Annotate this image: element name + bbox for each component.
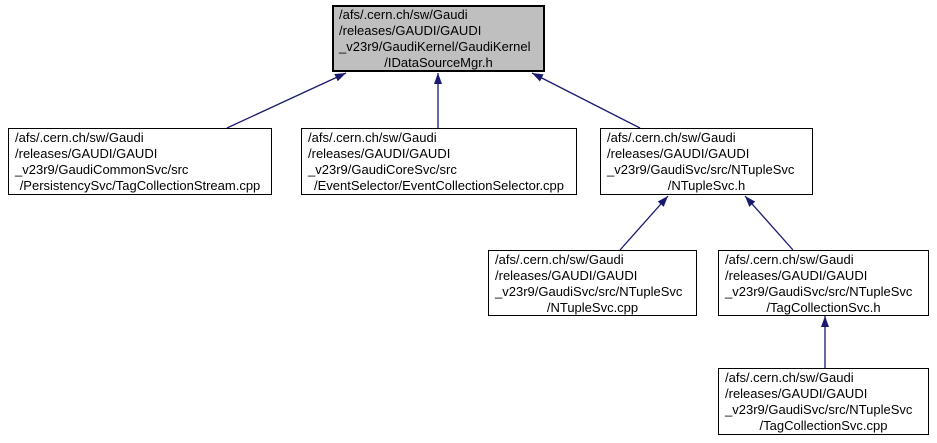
node-path-line: /afs/.cern.ch/sw/Gaudi: [339, 7, 468, 22]
node-path-line: /afs/.cern.ch/sw/Gaudi: [725, 252, 854, 267]
node-ntuplesvc-cpp[interactable]: /afs/.cern.ch/sw/Gaudi /releases/GAUDI/G…: [488, 250, 697, 316]
edge-ntuplesvc-h-to-idatasourcemgr: [531, 72, 641, 129]
node-path-line: _v23r9/GaudiKernel/GaudiKernel: [339, 39, 531, 54]
node-path-line: /releases/GAUDI/GAUDI: [725, 268, 868, 283]
node-path-line: /TagCollectionSvc.cpp: [759, 418, 888, 433]
node-path-line: /PersistencySvc/TagCollectionStream.cpp: [19, 178, 261, 193]
edge-tagcollectionsvc-h-to-ntuplesvc-h: [744, 195, 794, 251]
node-path-line: _v23r9/GaudiSvc/src/NTupleSvc: [725, 284, 913, 299]
node-tagcollectionstream-cpp[interactable]: /afs/.cern.ch/sw/Gaudi /releases/GAUDI/G…: [8, 128, 272, 195]
node-path-line: /afs/.cern.ch/sw/Gaudi: [725, 370, 854, 385]
node-path-line: /IDataSourceMgr.h: [384, 55, 493, 70]
node-ntuplesvc-h[interactable]: /afs/.cern.ch/sw/Gaudi /releases/GAUDI/G…: [600, 128, 813, 195]
node-tagcollectionsvc-h[interactable]: /afs/.cern.ch/sw/Gaudi /releases/GAUDI/G…: [718, 250, 929, 316]
node-path-line: /afs/.cern.ch/sw/Gaudi: [607, 130, 736, 145]
node-path-line: /afs/.cern.ch/sw/Gaudi: [15, 130, 144, 145]
node-path-line: /NTupleSvc.cpp: [546, 300, 639, 315]
node-path-line: /releases/GAUDI/GAUDI: [495, 268, 638, 283]
node-path-line: /releases/GAUDI/GAUDI: [15, 146, 158, 161]
node-path-line: _v23r9/GaudiSvc/src/NTupleSvc: [495, 284, 683, 299]
node-path-line: _v23r9/GaudiCoreSvc/src: [308, 162, 457, 177]
node-tagcollectionsvc-cpp[interactable]: /afs/.cern.ch/sw/Gaudi /releases/GAUDI/G…: [718, 368, 929, 435]
node-path-line: /afs/.cern.ch/sw/Gaudi: [495, 252, 624, 267]
node-path-line: /releases/GAUDI/GAUDI: [607, 146, 750, 161]
node-path-line: /NTupleSvc.h: [667, 178, 746, 193]
node-path-line: _v23r9/GaudiSvc/src/NTupleSvc: [725, 402, 913, 417]
node-idatasourcemgr-h[interactable]: /afs/.cern.ch/sw/Gaudi /releases/GAUDI/G…: [332, 5, 545, 72]
node-path-line: /releases/GAUDI/GAUDI: [725, 386, 868, 401]
node-path-line: /releases/GAUDI/GAUDI: [339, 23, 482, 38]
node-eventcollectionselector-cpp[interactable]: /afs/.cern.ch/sw/Gaudi /releases/GAUDI/G…: [301, 128, 577, 195]
node-path-line: /releases/GAUDI/GAUDI: [308, 146, 451, 161]
node-path-line: /afs/.cern.ch/sw/Gaudi: [308, 130, 437, 145]
node-path-line: /EventSelector/EventCollectionSelector.c…: [313, 178, 565, 193]
node-path-line: _v23r9/GaudiSvc/src/NTupleSvc: [607, 162, 795, 177]
node-path-line: _v23r9/GaudiCommonSvc/src: [15, 162, 189, 177]
node-path-line: /TagCollectionSvc.h: [766, 300, 881, 315]
edge-tagcollectionstream-to-idatasourcemgr: [226, 72, 347, 129]
edge-ntuplesvc-cpp-to-ntuplesvc-h: [619, 195, 669, 251]
